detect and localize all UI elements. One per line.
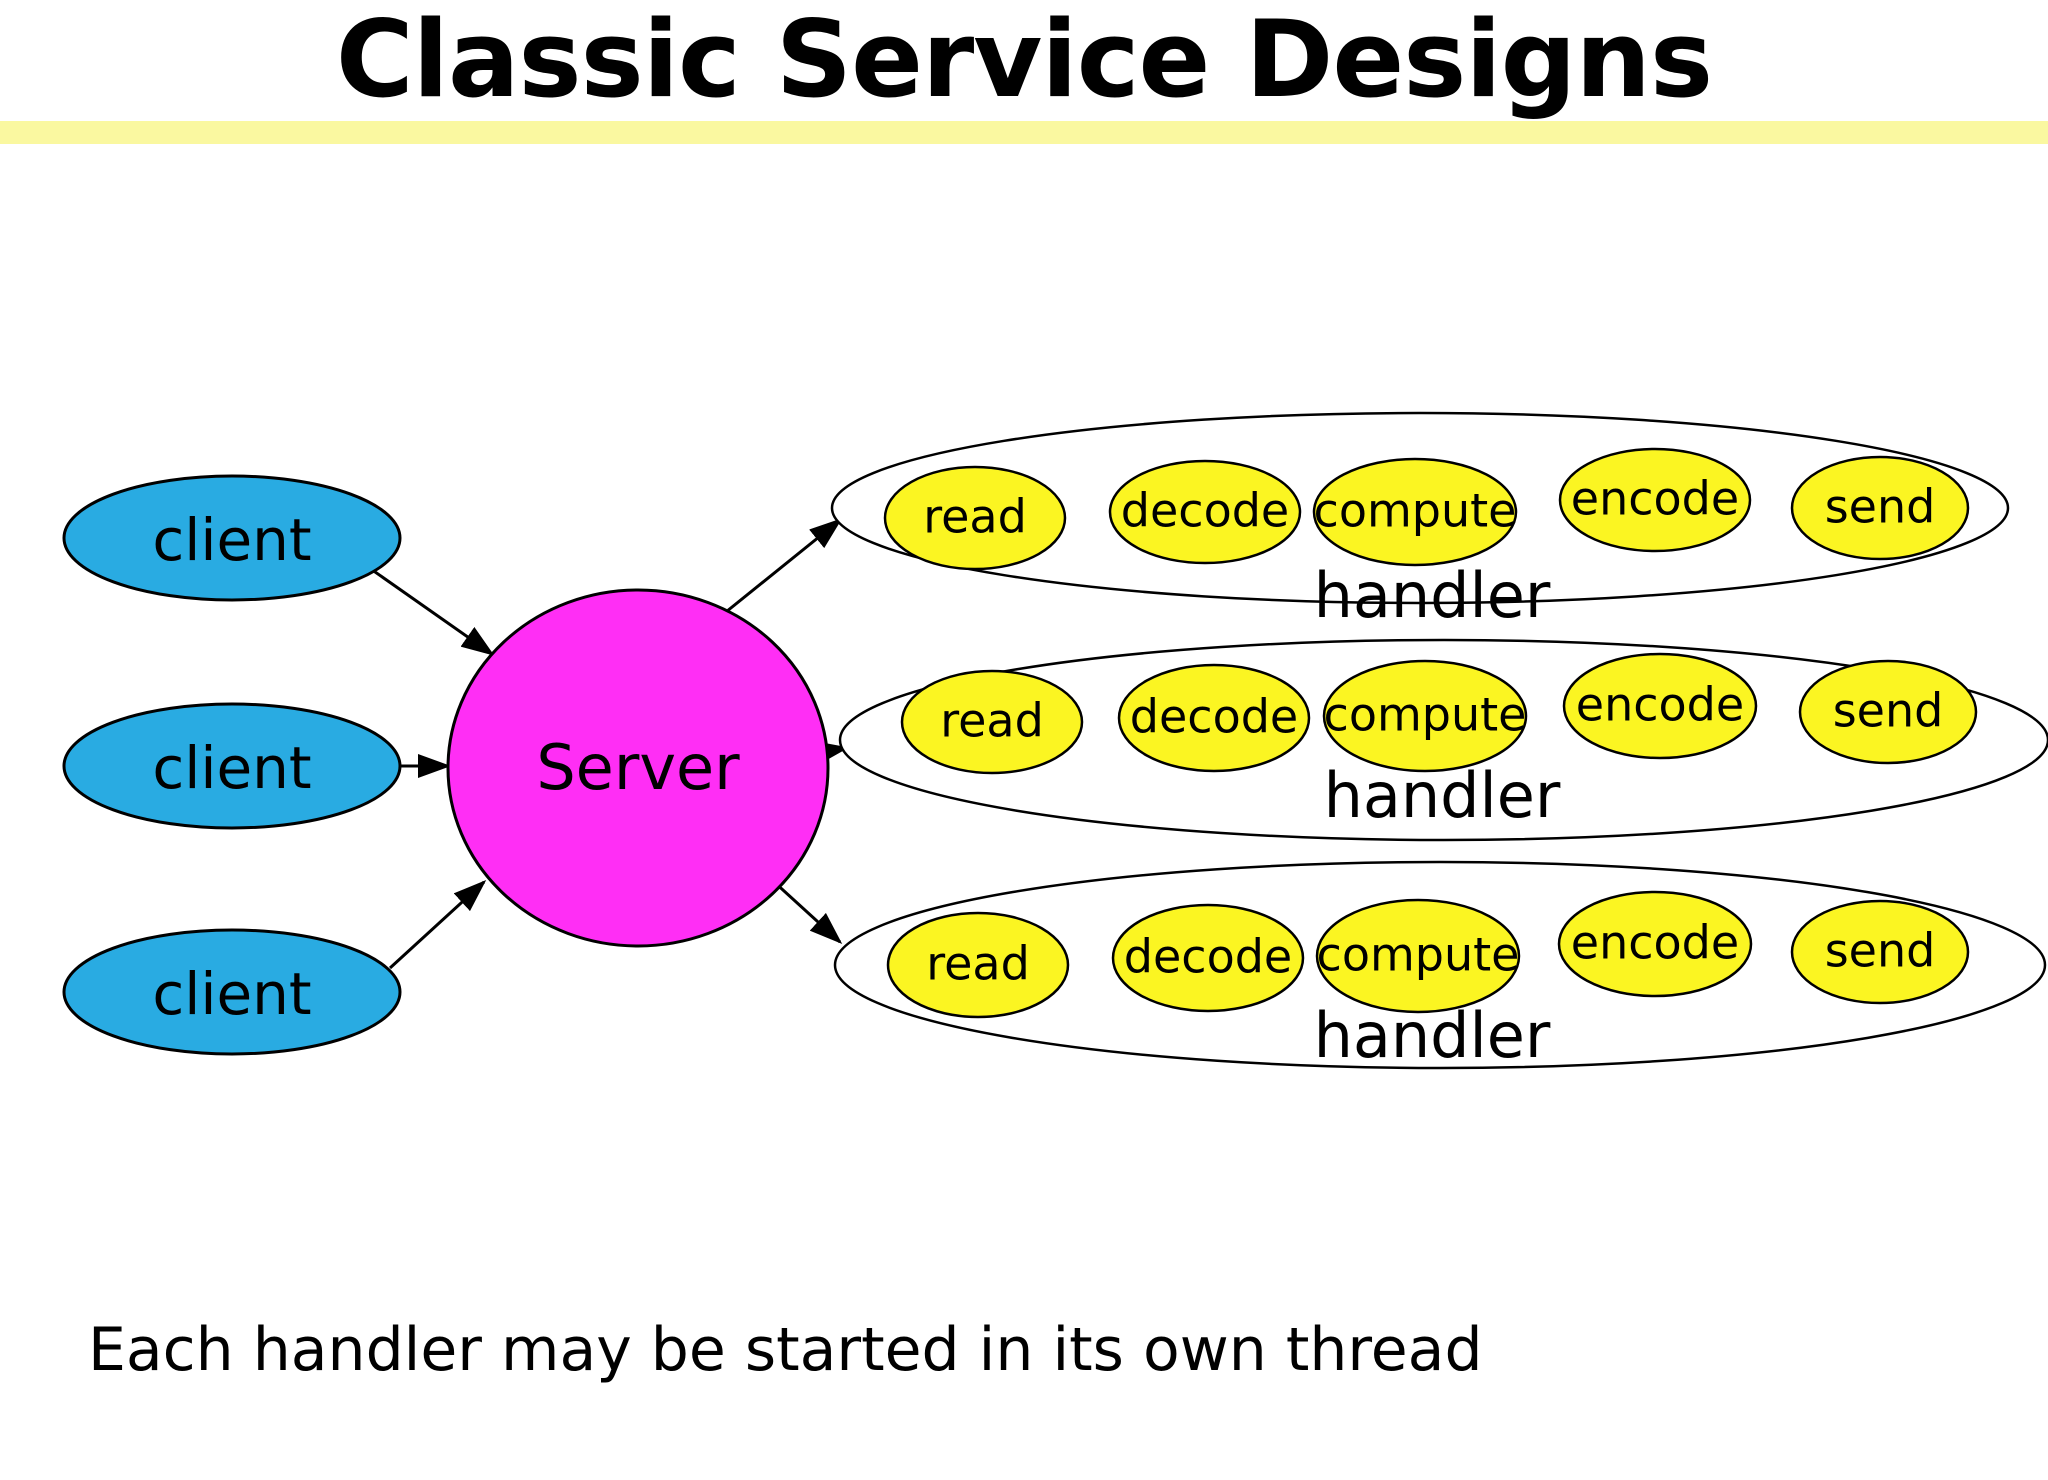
edge-client-1-to-server (357, 558, 495, 656)
handler-group-1[interactable]: read decode compute encode send handler (830, 411, 2010, 632)
stage-node-decode[interactable]: decode (1108, 459, 1302, 565)
stage-label: encode (1576, 678, 1744, 732)
stage-node-read[interactable]: read (886, 911, 1070, 1019)
server-label: Server (536, 731, 740, 804)
client-ellipse[interactable] (62, 928, 402, 1056)
title-divider (0, 121, 2048, 144)
stage-ellipse[interactable] (1111, 903, 1305, 1013)
stage-node-decode[interactable]: decode (1111, 903, 1305, 1013)
stage-node-read[interactable]: read (883, 465, 1067, 571)
stage-ellipse[interactable] (900, 669, 1084, 775)
stage-node-read[interactable]: read (900, 669, 1084, 775)
stage-ellipse[interactable] (1117, 663, 1311, 773)
stage-node-compute[interactable]: compute (1322, 659, 1528, 773)
edge-server-to-handler-1 (715, 518, 843, 622)
stage-label: compute (1317, 928, 1520, 982)
stage-ellipse[interactable] (1790, 899, 1970, 1005)
stage-node-encode[interactable]: encode (1557, 890, 1753, 998)
client-label: client (152, 734, 311, 802)
stage-node-send[interactable]: send (1790, 899, 1970, 1005)
stage-label: send (1825, 924, 1936, 978)
stage-node-compute[interactable]: compute (1312, 457, 1518, 567)
client-label: client (152, 960, 311, 1028)
stage-ellipse[interactable] (1790, 455, 1970, 561)
stage-node-encode[interactable]: encode (1558, 447, 1752, 553)
stage-ellipse[interactable] (1557, 890, 1753, 998)
client-ellipse[interactable] (62, 474, 402, 602)
stage-label: encode (1571, 472, 1739, 526)
stage-node-encode[interactable]: encode (1562, 652, 1758, 760)
stage-node-send[interactable]: send (1798, 659, 1978, 765)
stage-ellipse[interactable] (1562, 652, 1758, 760)
stage-ellipse[interactable] (1322, 659, 1528, 773)
stage-node-compute[interactable]: compute (1315, 898, 1521, 1014)
stage-ellipse[interactable] (1312, 457, 1518, 567)
client-label: client (152, 506, 311, 574)
stage-node-decode[interactable]: decode (1117, 663, 1311, 773)
edge-client-3-to-server (388, 879, 487, 970)
handler-group-3[interactable]: read decode compute encode send handler (833, 860, 2047, 1072)
slide-caption: Each handler may be started in its own t… (88, 1315, 1483, 1385)
stage-ellipse[interactable] (1108, 459, 1302, 565)
server-ellipse[interactable] (446, 588, 830, 948)
page-title: Classic Service Designs (335, 0, 1713, 121)
stage-ellipse[interactable] (886, 911, 1070, 1019)
handler-label: handler (1314, 559, 1551, 632)
stage-ellipse[interactable] (883, 465, 1067, 571)
stage-label: send (1833, 684, 1944, 738)
stage-label: encode (1571, 916, 1739, 970)
stage-label: read (940, 694, 1044, 748)
stage-label: compute (1324, 688, 1527, 742)
stage-label: send (1825, 480, 1936, 534)
stage-ellipse[interactable] (1315, 898, 1521, 1014)
stage-label: compute (1314, 484, 1517, 538)
handler-label: handler (1324, 759, 1561, 832)
stage-ellipse[interactable] (1558, 447, 1752, 553)
server-node[interactable]: Server (446, 588, 830, 948)
stage-label: decode (1130, 690, 1298, 744)
handler-label: handler (1314, 999, 1551, 1072)
stage-ellipse[interactable] (1798, 659, 1978, 765)
stage-label: read (923, 490, 1027, 544)
client-ellipse[interactable] (62, 702, 402, 830)
stage-node-send[interactable]: send (1790, 455, 1970, 561)
stage-label: decode (1121, 484, 1289, 538)
stage-label: read (926, 937, 1030, 991)
handler-group-2[interactable]: read decode compute encode send handler (838, 638, 2048, 842)
client-node-1[interactable]: client (62, 474, 402, 602)
edge-server-to-handler-3 (770, 878, 843, 945)
stage-label: decode (1124, 930, 1292, 984)
client-node-3[interactable]: client (62, 928, 402, 1056)
client-node-2[interactable]: client (62, 702, 402, 830)
